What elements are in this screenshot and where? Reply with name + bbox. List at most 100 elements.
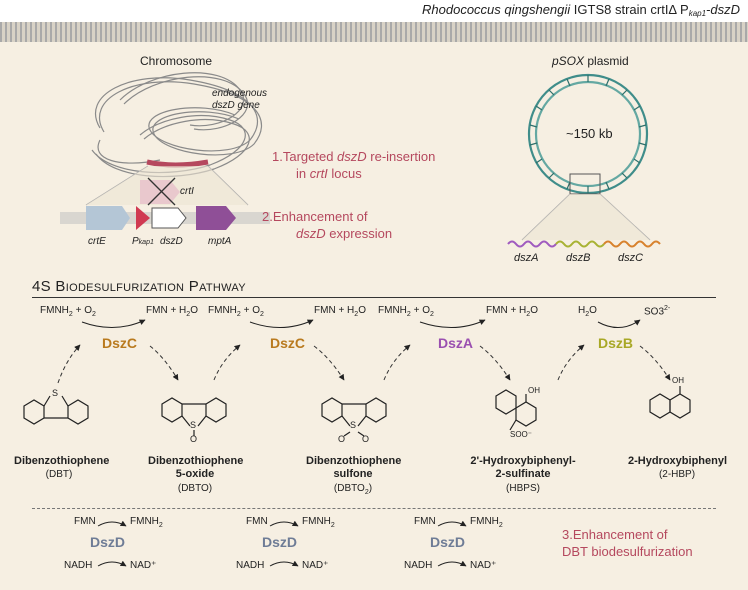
strain-suffix: -dszD xyxy=(706,2,740,17)
pathway-rule xyxy=(32,297,716,298)
compound-hbps-name: 2'-Hydroxybiphenyl- xyxy=(470,455,576,467)
mptA-gene xyxy=(196,206,236,230)
atom-soo-hbps: SOO⁻ xyxy=(510,430,533,439)
species-name: Rhodococcus qingshengii xyxy=(422,2,571,17)
dszd1-fmnh2: FMNH2 xyxy=(130,516,163,529)
compound-dbto2-abbr: (DBTO2) xyxy=(333,483,373,496)
fmnh2-text: FMNH xyxy=(130,516,159,527)
cof-text: FMNH xyxy=(208,305,237,316)
plasmid-gene-dszC: dszC xyxy=(618,252,644,264)
gene-label-mptA: mptA xyxy=(208,236,232,247)
crtI-cross-2 xyxy=(147,177,176,206)
atom-o2-dbto2: O xyxy=(362,434,370,444)
dszd2-fmn: FMN xyxy=(246,516,268,527)
atom-oh-2hbp: OH xyxy=(672,376,684,385)
cofactor-so3: SO32- xyxy=(644,305,671,318)
step3-line2: DBT biodesulfurization xyxy=(562,544,693,559)
promoter-sub: kap1 xyxy=(138,239,154,246)
step1-gene: dszD xyxy=(337,149,367,164)
dbto2-abbr-text: (DBTO xyxy=(333,483,365,494)
plasmid-title: pSOX plasmid xyxy=(552,54,629,68)
cofactor-fmnh2-o2-3: FMNH2 + O2 xyxy=(378,305,434,318)
dashed-divider xyxy=(32,508,716,509)
chromosome-title: Chromosome xyxy=(140,54,213,68)
dszd-enzyme-3: DszD xyxy=(430,534,466,550)
strain-text: IGTS8 strain crtIΔ P xyxy=(573,2,689,17)
structure-dbt xyxy=(23,395,89,425)
atom-s-dbto: S xyxy=(190,420,197,430)
dszd-arrows xyxy=(97,520,467,567)
dszB-wave xyxy=(555,240,605,248)
endogenous-label-1: endogenous xyxy=(212,88,268,99)
cofactor-h2o: H2O xyxy=(578,305,597,318)
dszd3-nadh: NADH xyxy=(404,560,433,571)
dszd1-nad: NAD⁺ xyxy=(130,560,157,571)
pathway-title: 4S Biodesulfurization Pathway xyxy=(32,278,246,295)
dszd2-nad: NAD⁺ xyxy=(302,560,329,571)
plasmid-zoom-cone xyxy=(522,194,650,240)
dszd-insertion-site xyxy=(146,159,209,168)
enzyme-dszb: DszB xyxy=(598,335,634,351)
dszA-wave xyxy=(507,240,557,248)
figure-header: Rhodococcus qingshengii IGTS8 strain crt… xyxy=(422,2,740,18)
dszd1-fmn: FMN xyxy=(74,516,96,527)
atom-oh-hbps: OH xyxy=(528,386,540,395)
enzyme-dszc-2: DszC xyxy=(270,335,306,351)
cof-text: FMN + H xyxy=(314,305,355,316)
enzyme-dsza: DszA xyxy=(438,335,474,351)
promoter-subscript: kap1 xyxy=(688,9,707,18)
step1-locus: crtI xyxy=(309,166,328,181)
step1-text-c: re-insertion xyxy=(366,149,436,164)
dszd2-fmnh2: FMNH2 xyxy=(302,516,335,529)
step2-line2: dszD expression xyxy=(296,225,392,242)
background-panel xyxy=(0,22,748,590)
cof-text: FMN + H xyxy=(146,305,187,316)
step1-text-in: in xyxy=(296,166,310,181)
dszd-enzyme-2: DszD xyxy=(262,534,298,550)
dszd2-nadh: NADH xyxy=(236,560,265,571)
cofactor-arrows xyxy=(81,319,641,329)
step1-text-a: 1.Targeted xyxy=(272,149,338,164)
step1-text-locus: locus xyxy=(327,166,362,181)
promoter-p: P xyxy=(132,236,139,247)
compound-2hbp-abbr: (2-HBP) xyxy=(658,469,696,480)
plasmid-name: pSOX xyxy=(552,54,585,68)
dszD-gene xyxy=(151,207,187,229)
cofactor-fmnh2-o2-1: FMNH2 + O2 xyxy=(40,305,96,318)
atom-o1-dbto2: O xyxy=(338,434,346,444)
structure-dbto xyxy=(161,397,227,436)
compound-hbps-abbr: (HBPS) xyxy=(506,483,540,494)
pathway-title-rest: Biodesulfurization Pathway xyxy=(55,278,246,295)
plasmid-size: ~150 kb xyxy=(566,126,613,141)
cofactor-fmn-h2o-3: FMN + H2O xyxy=(486,305,538,318)
cofactor-fmnh2-o2-2: FMNH2 + O2 xyxy=(208,305,264,318)
endogenous-label-2: dszD gene xyxy=(212,100,260,111)
plasmid-gene-dszA: dszA xyxy=(514,252,539,264)
compound-2hbp-name: 2-Hydroxybiphenyl xyxy=(628,455,728,467)
fmnh2-text: FMNH xyxy=(302,516,331,527)
cell-membrane xyxy=(0,22,748,42)
dszC-wave xyxy=(603,240,661,248)
compound-dbto2-name: Dibenzothiophene xyxy=(306,455,402,467)
gene-label-crtI: crtI xyxy=(180,186,194,197)
step1-line1: 1.Targeted dszD re-insertion xyxy=(272,148,435,165)
atom-s-dbto2: S xyxy=(350,420,357,430)
crtE-gene xyxy=(86,206,130,230)
compound-dbto-name: Dibenzothiophene xyxy=(148,455,244,467)
structure-hbps xyxy=(495,389,537,431)
pathway-title-prefix: 4S xyxy=(32,278,56,295)
dszd3-fmnh2: FMNH2 xyxy=(470,516,503,529)
cof-text: H xyxy=(578,305,586,316)
step2-text: expression xyxy=(325,226,393,241)
structure-dbto2 xyxy=(321,397,387,437)
step3-line1: 3.Enhancement of xyxy=(562,527,668,542)
gene-label-promoter: Pkap1 xyxy=(132,236,154,247)
plasmid-title-rest: plasmid xyxy=(584,54,629,68)
step2-line1: 2.Enhancement of xyxy=(262,209,368,224)
plasmid-gene-dszB: dszB xyxy=(566,252,591,264)
dszd-enzyme-1: DszD xyxy=(90,534,126,550)
compound-dbt-name: Dibenzothiophene xyxy=(14,455,110,467)
compound-dbt-abbr: (DBT) xyxy=(45,469,73,480)
dszd3-fmn: FMN xyxy=(414,516,436,527)
